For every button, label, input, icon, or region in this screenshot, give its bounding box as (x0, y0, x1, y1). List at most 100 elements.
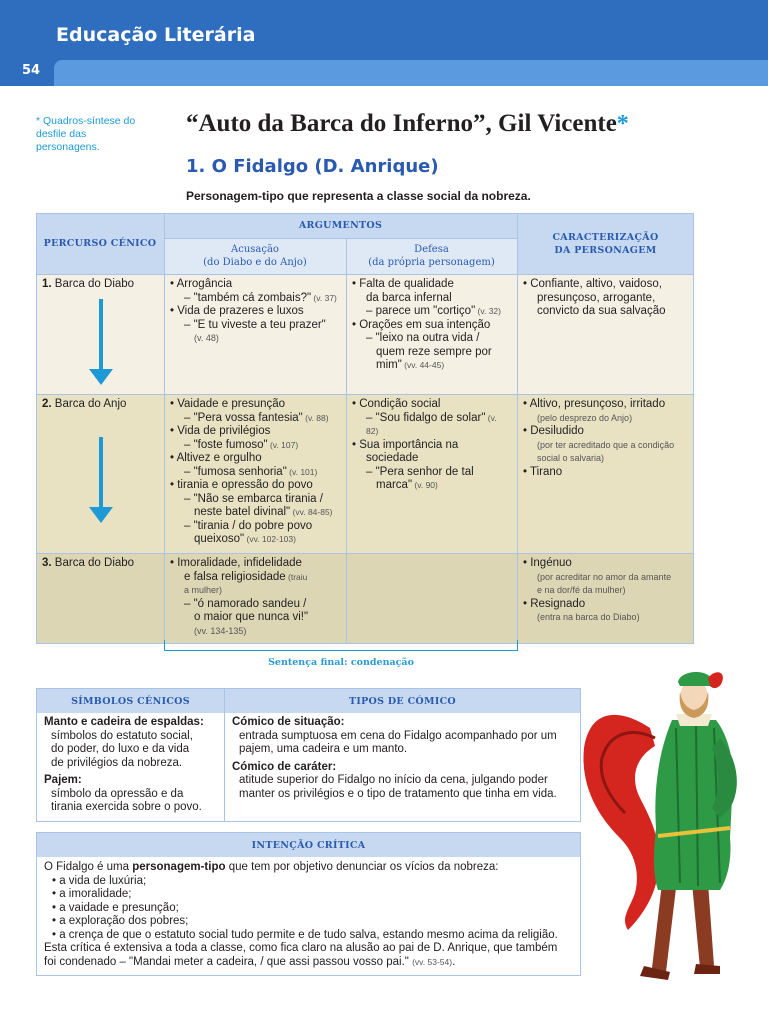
verse-reference: (vv. 102-103) (244, 534, 296, 544)
grid-line (164, 238, 517, 239)
green-hat (678, 671, 712, 686)
line-text: – "Pera vossa fantesia" (184, 411, 303, 424)
cell-line: e na dor/fé da mulher) (523, 584, 688, 598)
line-text: – "Sou fidalgo de solar" (366, 411, 486, 424)
cell-line: marca" (v. 90) (352, 479, 511, 493)
side-note-star: * (36, 115, 41, 127)
symbol-line: símbolo da opressão e da (51, 787, 184, 800)
line-text: • Confiante, altivo, vaidoso, (523, 278, 662, 290)
critical-intention-box: INTENÇÃO CRÍTICA O Fidalgo é uma persona… (36, 832, 581, 976)
cell-line: • Tirano (523, 466, 688, 480)
symbol-line: símbolos do estatuto social, (51, 729, 193, 742)
cell-line: • Falta de qualidade (352, 278, 511, 292)
verse-reference: (por acreditar no amor da amante (537, 571, 672, 582)
right-boot (694, 964, 720, 974)
line-text: – "Não se embarca tirania / (184, 492, 323, 505)
line-text: – "Pera senhor de tal (366, 465, 474, 478)
cell-line: presunçoso, arrogante, (523, 292, 688, 306)
verse-reference: (v. 48) (194, 333, 219, 343)
row1-number: 1. (42, 278, 52, 290)
grid-line (36, 274, 694, 275)
comic-title: Cómico de situação: (232, 716, 345, 728)
cell-line: – "E tu viveste a teu prazer" (170, 319, 340, 333)
grid-line (517, 213, 518, 644)
header-caracterizacao: CARACTERIZAÇÃO DA PERSONAGEM (517, 213, 694, 274)
cell-line: queixoso" (vv. 102-103) (170, 533, 340, 547)
cell-line: mim" (vv. 44-45) (352, 359, 511, 373)
symbol-line: do poder, do luxo e da vida (51, 743, 190, 755)
intro-text: Personagem-tipo que representa a classe … (186, 189, 531, 203)
cell-line: – "foste fumoso" (v. 107) (170, 439, 340, 453)
line-text: quem reze sempre por (376, 345, 492, 358)
right-arm (712, 738, 737, 818)
intention-bullet: • a exploração dos pobres; (52, 915, 189, 927)
cell-line: • Vida de prazeres e luxos (170, 305, 340, 319)
verse-reference: a mulher) (184, 585, 223, 595)
grid-line (36, 213, 694, 214)
cell-line: – "Pera vossa fantesia" (v. 88) (170, 412, 340, 426)
header-percurso: PERCURSO CÉNICO (36, 213, 164, 274)
cell-line: convicto da sua salvação (523, 305, 688, 319)
lead-bold: personagem-tipo (132, 861, 226, 873)
grid-line (164, 213, 165, 644)
header-title: Educação Literária (56, 24, 256, 46)
left-boot (640, 966, 670, 980)
verse-reference: (vv. 44-45) (401, 360, 445, 370)
row3-defesa (346, 553, 517, 644)
cell-line: • Desiludido (523, 425, 688, 439)
cell-line: social o salvaria) (523, 452, 688, 466)
comic-title: Cómico de caráter: (232, 760, 337, 773)
side-note-text: Quadros-síntese do desfile das personage… (36, 115, 136, 153)
line-text: – "tirania / do pobre povo (184, 519, 313, 532)
verse-reference: (vv. 84-85) (290, 507, 333, 517)
header-defesa-line1: Defesa (414, 244, 449, 255)
line-text: sociedade (366, 452, 419, 464)
line-text: o maior que nunca vi!" (194, 611, 309, 623)
line-text: • Sua importância na (352, 438, 459, 451)
lead-pre: O Fidalgo é uma (44, 861, 133, 873)
header-comico: TIPOS DE CÓMICO (225, 689, 580, 713)
side-note: * Quadros-síntese do desfile das persona… (36, 115, 146, 154)
cell-line: – "fumosa senhoria" (v. 101) (170, 466, 340, 480)
line-text: • Condição social (352, 398, 441, 410)
grid-line (346, 238, 347, 644)
verse-reference: (pelo desprezo do Anjo) (537, 412, 633, 423)
row2-place: Barca do Anjo (54, 398, 127, 410)
verse-reference: e na dor/fé da mulher) (537, 585, 626, 595)
collar (676, 714, 712, 726)
line-text: – "fumosa senhoria" (184, 465, 287, 478)
line-text: • Vaidade e presunção (170, 398, 286, 410)
header-caract-line1: CARACTERIZAÇÃO (552, 231, 659, 243)
red-cape (583, 714, 659, 930)
line-text: – "E tu viveste a teu prazer" (184, 318, 326, 331)
intention-bullet: • a vida de luxúria; (52, 874, 147, 887)
comic-line: pajem, uma cadeira e um manto. (239, 743, 408, 755)
header-intencao: INTENÇÃO CRÍTICA (37, 833, 580, 857)
cell-line: • Sua importância na (352, 439, 511, 453)
verse-reference: (v. 101) (286, 466, 318, 477)
page-title-text: “Auto da Barca do Inferno”, Gil Vicente (186, 110, 617, 137)
cell-line: – parece um "cortiço" (v. 32) (352, 305, 511, 319)
title-star: * (616, 111, 629, 137)
line-text: da barca infernal (366, 291, 452, 304)
intention-closing-2: foi condenado – "Mandai meter a cadeira,… (44, 956, 573, 970)
line-text: • Tirano (523, 465, 563, 478)
header-argumentos: ARGUMENTOS (164, 213, 517, 238)
line-text: convicto da sua salvação (537, 305, 666, 317)
line-text: presunçoso, arrogante, (537, 291, 656, 304)
intention-body: O Fidalgo é uma personagem-tipo que tem … (37, 859, 580, 971)
row1-caracterizacao: • Confiante, altivo, vaidoso,presunçoso,… (517, 274, 694, 394)
line-text: e falsa religiosidade (184, 570, 286, 583)
row2-number: 2. (42, 398, 52, 410)
line-text: • Desiludido (523, 425, 584, 437)
line-text: marca" (376, 479, 413, 491)
row3-place: Barca do Diabo (54, 557, 135, 569)
cell-line: • tirania e opressão do povo (170, 479, 340, 493)
characters-table: PERCURSO CÉNICO ARGUMENTOS Acusação (do … (36, 213, 694, 644)
closing-ref: (vv. 53-54) (412, 956, 453, 967)
symbols-list: Manto e cadeira de espaldas: símbolos do… (37, 713, 224, 818)
cell-line: • Imoralidade, infidelidade (170, 557, 340, 571)
green-tunic (654, 720, 734, 890)
grid-line (36, 394, 694, 395)
